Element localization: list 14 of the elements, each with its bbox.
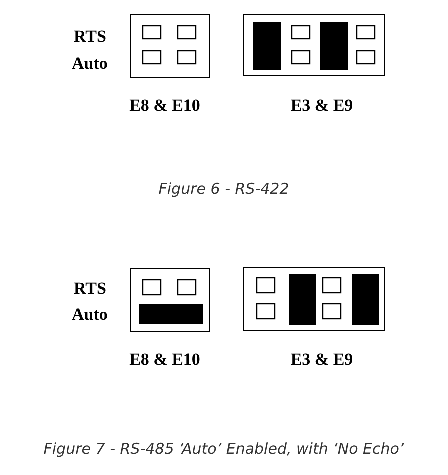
figure-caption: Figure 7 - RS-485 ‘Auto’ Enabled, with ‘No Echo’ bbox=[42, 440, 406, 458]
jumper-label: E8 & E10 bbox=[130, 96, 200, 116]
jumper-label: E8 & E10 bbox=[130, 350, 200, 370]
jumper-block bbox=[130, 14, 210, 78]
jumper-label: E3 & E9 bbox=[290, 350, 354, 370]
jumper-block bbox=[243, 267, 385, 331]
pin-label: Auto bbox=[72, 305, 108, 325]
jumper-block bbox=[243, 14, 385, 76]
pin-label: Auto bbox=[72, 54, 108, 74]
pin-label: RTS bbox=[74, 279, 106, 299]
jumper-block bbox=[130, 268, 210, 332]
figure-caption: Figure 6 - RS-422 bbox=[158, 180, 290, 198]
jumper-label: E3 & E9 bbox=[290, 96, 354, 116]
pin-label: RTS bbox=[74, 27, 106, 47]
